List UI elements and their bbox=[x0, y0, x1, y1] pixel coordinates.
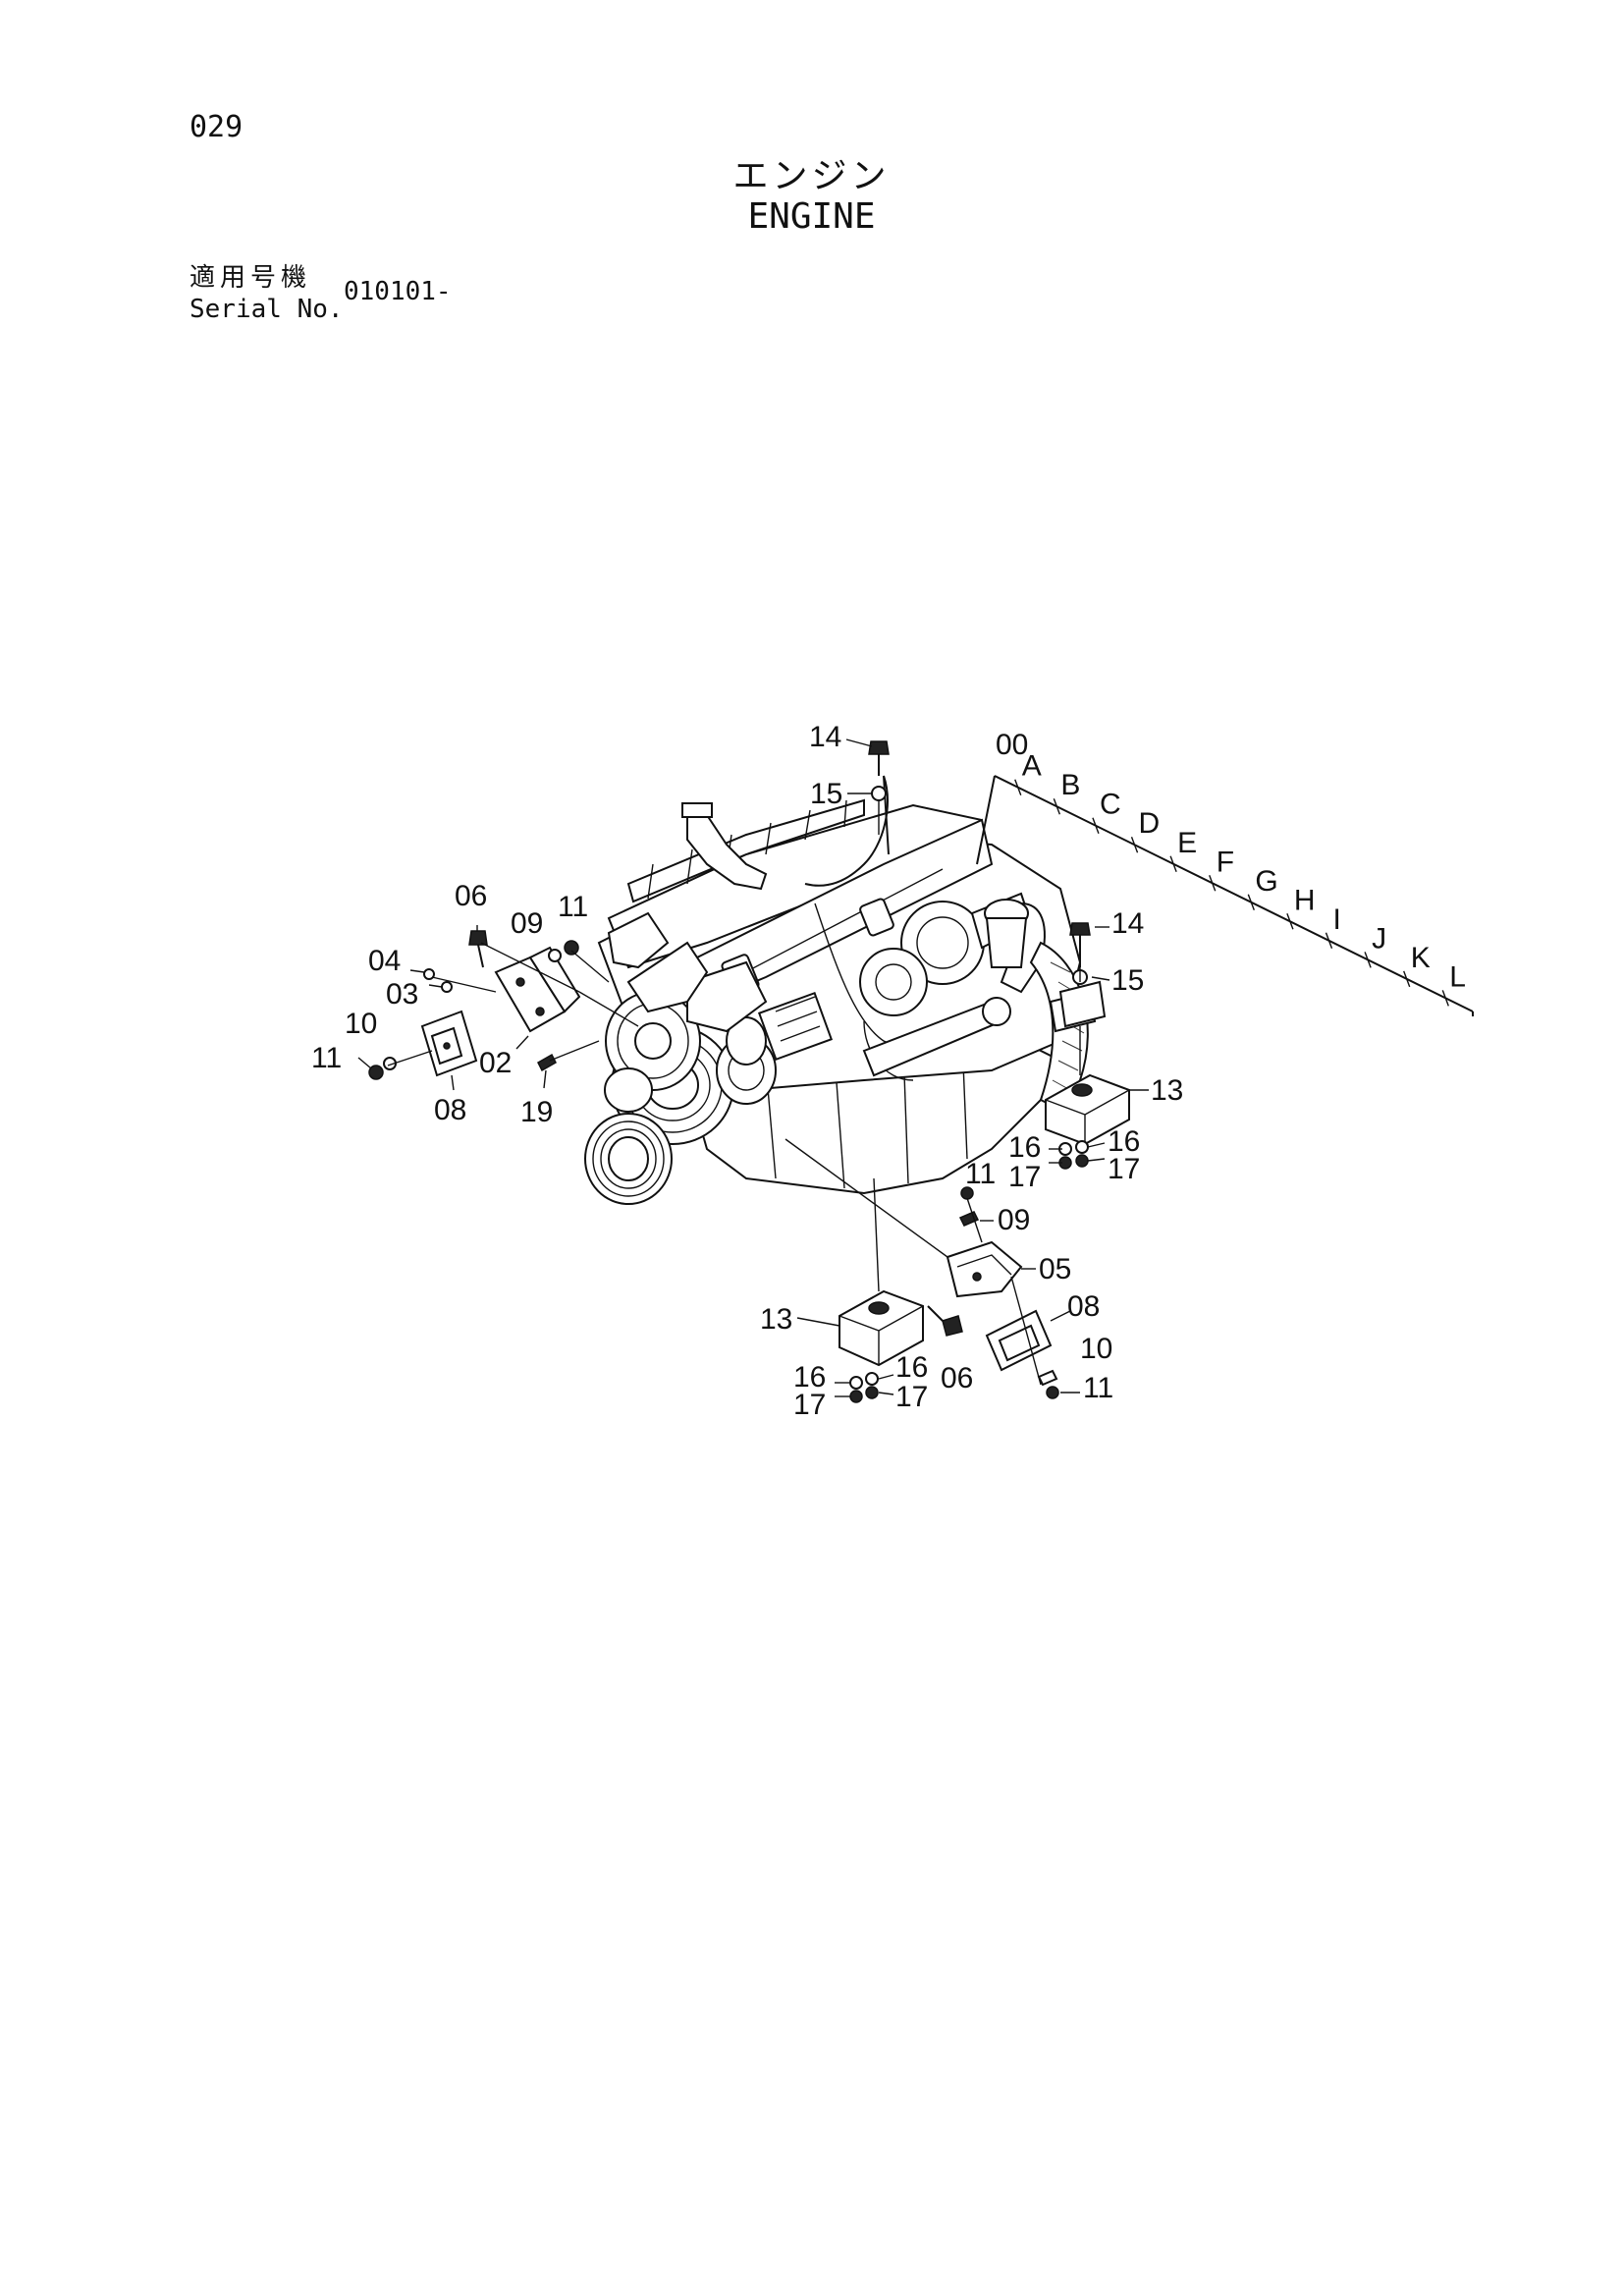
serial-label-english: Serial No. bbox=[189, 295, 344, 324]
bolt-14-right bbox=[1069, 922, 1091, 936]
washer-15-top bbox=[871, 786, 887, 801]
variant-letter-k: K bbox=[1411, 942, 1431, 974]
front-left-mount-group bbox=[368, 930, 639, 1080]
callout-10-left: 10 bbox=[345, 1008, 377, 1040]
callout-06-bottom: 06 bbox=[941, 1362, 973, 1394]
callout-02: 02 bbox=[479, 1047, 512, 1079]
variant-letter-e: E bbox=[1177, 827, 1197, 859]
nut-17-bottom-b bbox=[865, 1386, 879, 1399]
top-bolt-group bbox=[868, 740, 890, 835]
nut-11-bottom bbox=[1046, 1386, 1059, 1399]
nut-11-left-top bbox=[564, 940, 579, 956]
rubber-mount-13-bottom bbox=[839, 1289, 924, 1367]
serial-label-japanese: 適用号機 bbox=[189, 263, 312, 293]
intake-manifold bbox=[626, 798, 865, 903]
nut-17-right-b bbox=[1075, 1154, 1089, 1168]
variant-tick-b bbox=[1053, 797, 1061, 815]
front-pulleys bbox=[584, 991, 777, 1205]
variant-tick-k bbox=[1403, 970, 1411, 988]
callout-05: 05 bbox=[1039, 1253, 1071, 1285]
callout-13-bottom: 13 bbox=[760, 1303, 792, 1336]
bolt-19 bbox=[537, 1053, 557, 1072]
variant-letter-j: J bbox=[1372, 922, 1386, 955]
bolt-14-top bbox=[868, 740, 890, 755]
bolt-06-left bbox=[468, 930, 488, 946]
nut-17-bottom-a bbox=[849, 1390, 863, 1403]
callout-19: 19 bbox=[520, 1096, 553, 1128]
title-english: ENGINE bbox=[747, 196, 876, 237]
callout-06-left: 06 bbox=[455, 880, 487, 912]
callout-16-right-b: 16 bbox=[1108, 1125, 1140, 1158]
callout-labels: 14 15 00 06 09 11 04 03 10 11 02 08 19 1… bbox=[311, 721, 1183, 1421]
title-japanese: エンジン bbox=[732, 156, 891, 196]
callout-13-right: 13 bbox=[1151, 1074, 1183, 1107]
variant-letter-a: A bbox=[1022, 750, 1042, 783]
variant-code-scale bbox=[976, 775, 1474, 1016]
variant-tick-j bbox=[1364, 952, 1372, 968]
callout-16-right-a: 16 bbox=[1008, 1131, 1041, 1164]
variant-letter-c: C bbox=[1100, 789, 1121, 821]
variant-tick-d bbox=[1130, 836, 1139, 853]
callout-17-right-a: 17 bbox=[1008, 1161, 1041, 1193]
variant-tick-l bbox=[1441, 990, 1449, 1007]
callout-15-right: 15 bbox=[1111, 964, 1144, 997]
mount-bracket-rear bbox=[1058, 980, 1107, 1028]
rear-right-mount-group bbox=[1045, 922, 1130, 1170]
callout-09-left: 09 bbox=[511, 907, 543, 940]
washer-16-bottom-b bbox=[865, 1372, 879, 1386]
callout-11-left: 11 bbox=[311, 1042, 342, 1074]
leader-lines bbox=[357, 738, 1149, 1397]
callout-16-bottom-a: 16 bbox=[793, 1361, 826, 1394]
callout-14-right: 14 bbox=[1111, 907, 1144, 940]
variant-tick-g bbox=[1247, 894, 1255, 911]
variant-tick-f bbox=[1209, 875, 1217, 892]
callout-00: 00 bbox=[996, 729, 1028, 761]
callout-17-bottom-b: 17 bbox=[895, 1381, 928, 1413]
washer-16-right-b bbox=[1075, 1140, 1089, 1154]
callout-04: 04 bbox=[368, 945, 401, 977]
callout-17-right-b: 17 bbox=[1108, 1153, 1140, 1185]
variant-letter-i: I bbox=[1333, 903, 1341, 936]
bracket-05 bbox=[946, 1240, 1023, 1298]
bottom-mount-group bbox=[784, 1138, 1059, 1403]
page-number: 029 bbox=[189, 110, 243, 144]
callout-09-mid: 09 bbox=[998, 1204, 1030, 1236]
nut-11-left bbox=[368, 1065, 384, 1080]
callout-08-bottom: 08 bbox=[1067, 1290, 1100, 1323]
callout-11-mid: 11 bbox=[965, 1158, 996, 1190]
variant-tick-i bbox=[1325, 932, 1333, 950]
variant-letter-b: B bbox=[1060, 769, 1080, 801]
callout-11-bottom: 11 bbox=[1083, 1372, 1113, 1404]
washer-16-bottom-a bbox=[849, 1376, 863, 1390]
callout-15-top: 15 bbox=[810, 778, 842, 810]
callout-08-left: 08 bbox=[434, 1094, 466, 1126]
callout-03: 03 bbox=[386, 978, 418, 1011]
variant-letter-g: G bbox=[1255, 865, 1277, 898]
engine-assembly bbox=[584, 775, 1097, 1205]
callout-16-bottom-b: 16 bbox=[895, 1351, 928, 1384]
bolt-06-bottom bbox=[942, 1315, 963, 1337]
washer-03 bbox=[441, 981, 453, 993]
variant-tick-c bbox=[1092, 817, 1100, 834]
alternator bbox=[686, 960, 768, 1033]
variant-tick-h bbox=[1286, 913, 1294, 930]
variant-letter-h: H bbox=[1294, 884, 1316, 916]
washer-09-left bbox=[548, 949, 562, 962]
callout-11-left-top: 11 bbox=[558, 891, 588, 923]
washer-10-bottom bbox=[1037, 1369, 1058, 1387]
callout-10-bottom: 10 bbox=[1080, 1333, 1112, 1365]
intake-elbow bbox=[686, 814, 768, 891]
rubber-mount-13-right bbox=[1045, 1073, 1130, 1146]
variant-letter-d: D bbox=[1139, 807, 1161, 840]
callout-17-bottom-a: 17 bbox=[793, 1389, 826, 1421]
variant-tick-e bbox=[1169, 855, 1177, 873]
variant-tick-a bbox=[1014, 779, 1022, 795]
variant-letter-f: F bbox=[1217, 846, 1234, 878]
washer-04 bbox=[423, 968, 435, 980]
serial-number-value: 010101- bbox=[344, 277, 452, 306]
variant-letter-l: L bbox=[1449, 960, 1466, 993]
callout-14-top: 14 bbox=[809, 721, 841, 753]
